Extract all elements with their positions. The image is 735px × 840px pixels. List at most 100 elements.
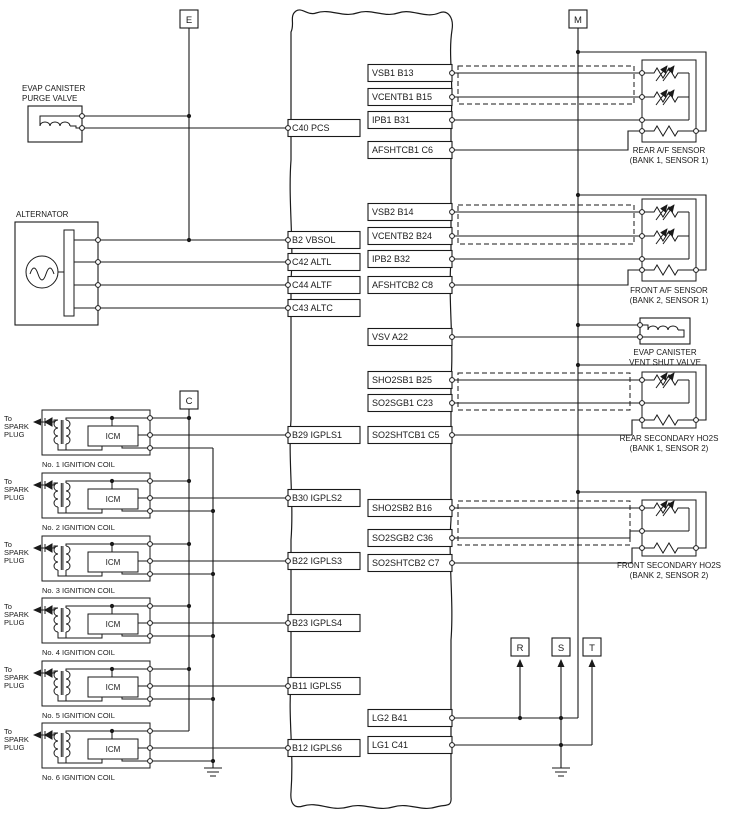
evap-purge-valve: EVAP CANISTER PURGE VALVE bbox=[22, 84, 86, 143]
front-ho2s-label-2: (BANK 2, SENSOR 2) bbox=[630, 571, 709, 580]
ho2s-symbol bbox=[640, 372, 699, 428]
rear-ho2s-label-1: REAR SECONDARY HO2S bbox=[620, 434, 719, 443]
pin-sho2sb1-b25: SHO2SB1 B25 bbox=[367, 370, 453, 390]
wire-heater3-power bbox=[578, 364, 707, 421]
wire-coil4 bbox=[150, 605, 288, 637]
svg-text:SHO2SB2 B16: SHO2SB2 B16 bbox=[372, 503, 432, 513]
front-secondary-ho2s: FRONT SECONDARY HO2S (BANK 2, SENSOR 2) bbox=[617, 500, 721, 580]
wire-heater1-power bbox=[578, 51, 707, 132]
svg-text:VSV A22: VSV A22 bbox=[372, 332, 408, 342]
shield-front-ho2s bbox=[457, 500, 631, 546]
coil-name: No. 2 IGNITION COIL bbox=[42, 523, 115, 532]
ecm-pins-right: VSB1 B13 VCENTB1 B15 IPB1 B31 AFSHTCB1 C… bbox=[367, 63, 453, 755]
svg-text:SO2SGB1 C23: SO2SGB1 C23 bbox=[372, 398, 433, 408]
pin-vsb2-b14: VSB2 B14 bbox=[367, 202, 453, 222]
coil-name: No. 6 IGNITION COIL bbox=[42, 773, 115, 782]
svg-text:E: E bbox=[186, 15, 192, 26]
plug-label: PLUG bbox=[4, 681, 25, 690]
svg-text:C: C bbox=[186, 396, 193, 407]
icm-label: ICM bbox=[106, 558, 121, 567]
svg-text:VSB2 B14: VSB2 B14 bbox=[372, 207, 414, 217]
pin-ipb2-b32: IPB2 B32 bbox=[367, 249, 453, 269]
pin-lg2-b41: LG2 B41 bbox=[367, 708, 453, 728]
connector-r: R bbox=[510, 637, 530, 657]
plug-label: PLUG bbox=[4, 556, 25, 565]
rear-af-label-2: (BANK 1, SENSOR 1) bbox=[630, 156, 709, 165]
spark-label: SPARK bbox=[4, 610, 29, 619]
pin-so2sgb2-c36: SO2SGB2 C36 bbox=[367, 528, 453, 548]
af-sensor-symbol bbox=[640, 199, 699, 281]
alternator: ALTERNATOR bbox=[14, 210, 101, 326]
ignition-coil-symbol bbox=[34, 410, 152, 455]
alternator-label: ALTERNATOR bbox=[16, 210, 69, 219]
terminal bbox=[637, 334, 643, 340]
front-af-label-2: (BANK 2, SENSOR 1) bbox=[630, 296, 709, 305]
wire-coil2 bbox=[150, 480, 288, 512]
pin-b23-igpls4: B23 IGPLS4 bbox=[287, 613, 361, 633]
ignition-coil-symbol bbox=[34, 723, 152, 768]
ignition-coil-6: ICM To SPARK PLUG No. 6 IGNITION COIL bbox=[4, 723, 152, 782]
purge-valve-label-2: PURGE VALVE bbox=[22, 94, 77, 103]
rear-af-sensor: REAR A/F SENSOR (BANK 1, SENSOR 1) bbox=[630, 60, 709, 165]
pin-b2-vbsol: B2 VBSOL bbox=[287, 230, 361, 250]
wire-heater4-power bbox=[578, 491, 707, 549]
spark-label: SPARK bbox=[4, 548, 29, 557]
shield-front-af bbox=[457, 204, 635, 245]
terminal bbox=[95, 282, 101, 288]
alternator-terminal-strip bbox=[63, 229, 75, 317]
spark-label: SPARK bbox=[4, 735, 29, 744]
svg-text:C43 ALTC: C43 ALTC bbox=[292, 303, 333, 313]
svg-text:SHO2SB1 B25: SHO2SB1 B25 bbox=[372, 375, 432, 385]
svg-text:VSB1 B13: VSB1 B13 bbox=[372, 68, 414, 78]
ignition-coil-symbol bbox=[34, 536, 152, 581]
svg-text:B30 IGPLS2: B30 IGPLS2 bbox=[292, 493, 342, 503]
svg-text:B23 IGPLS4: B23 IGPLS4 bbox=[292, 618, 342, 628]
svg-text:B11 IGPLS5: B11 IGPLS5 bbox=[292, 681, 341, 691]
coil-name: No. 5 IGNITION COIL bbox=[42, 711, 115, 720]
to-label: To bbox=[4, 665, 12, 674]
icm-label: ICM bbox=[106, 432, 121, 441]
pin-b22-igpls3: B22 IGPLS3 bbox=[287, 551, 361, 571]
spark-label: SPARK bbox=[4, 485, 29, 494]
pin-sho2sb2-b16: SHO2SB2 B16 bbox=[367, 498, 453, 518]
svg-text:LG2 B41: LG2 B41 bbox=[372, 713, 408, 723]
svg-text:B12 IGPLS6: B12 IGPLS6 bbox=[292, 743, 342, 753]
connector-s: S bbox=[551, 637, 571, 657]
wire-so2shtcb1 bbox=[452, 419, 642, 436]
ignition-coil-symbol bbox=[34, 598, 152, 643]
svg-text:S: S bbox=[558, 643, 564, 654]
ignition-coil-symbol bbox=[34, 661, 152, 706]
pin-afshtcb2-c8: AFSHTCB2 C8 bbox=[367, 275, 453, 295]
plug-label: PLUG bbox=[4, 430, 25, 439]
pin-c40-pcs: C40 PCS bbox=[287, 118, 361, 138]
shield-rear-af bbox=[457, 65, 635, 105]
ho2s-symbol bbox=[640, 500, 699, 556]
pin-vcentb1-b15: VCENTB1 B15 bbox=[367, 87, 453, 107]
wire-coil6 bbox=[150, 730, 288, 762]
pin-vcentb2-b24: VCENTB2 B24 bbox=[367, 226, 453, 246]
icm-label: ICM bbox=[106, 495, 121, 504]
wire-so2sgb2 bbox=[452, 530, 642, 539]
front-ho2s-label-1: FRONT SECONDARY HO2S bbox=[617, 561, 721, 570]
wire-afshtcb1 bbox=[452, 130, 642, 151]
pin-c44-altf: C44 ALTF bbox=[287, 275, 361, 295]
svg-text:AFSHTCB1 C6: AFSHTCB1 C6 bbox=[372, 145, 433, 155]
terminal bbox=[95, 305, 101, 311]
solenoid-coil-icon bbox=[647, 325, 679, 331]
purge-valve-label-1: EVAP CANISTER bbox=[22, 84, 86, 93]
vent-valve-label-1: EVAP CANISTER bbox=[633, 348, 697, 357]
to-label: To bbox=[4, 540, 12, 549]
to-label: To bbox=[4, 602, 12, 611]
wire-so2shtcb2 bbox=[452, 547, 642, 564]
connector-t: T bbox=[582, 637, 602, 657]
svg-text:IPB2 B32: IPB2 B32 bbox=[372, 254, 410, 264]
alternator-internal-wiring bbox=[58, 239, 98, 309]
ignition-coil-2: ICM To SPARK PLUG No. 2 IGNITION COIL bbox=[4, 473, 152, 532]
icm-label: ICM bbox=[106, 745, 121, 754]
svg-text:B29 IGPLS1: B29 IGPLS1 bbox=[292, 430, 342, 440]
plug-label: PLUG bbox=[4, 743, 25, 752]
pin-so2shtcb1-c5: SO2SHTCB1 C5 bbox=[367, 425, 453, 445]
wire-coil3 bbox=[150, 543, 288, 575]
generator-wave-icon bbox=[29, 267, 55, 281]
